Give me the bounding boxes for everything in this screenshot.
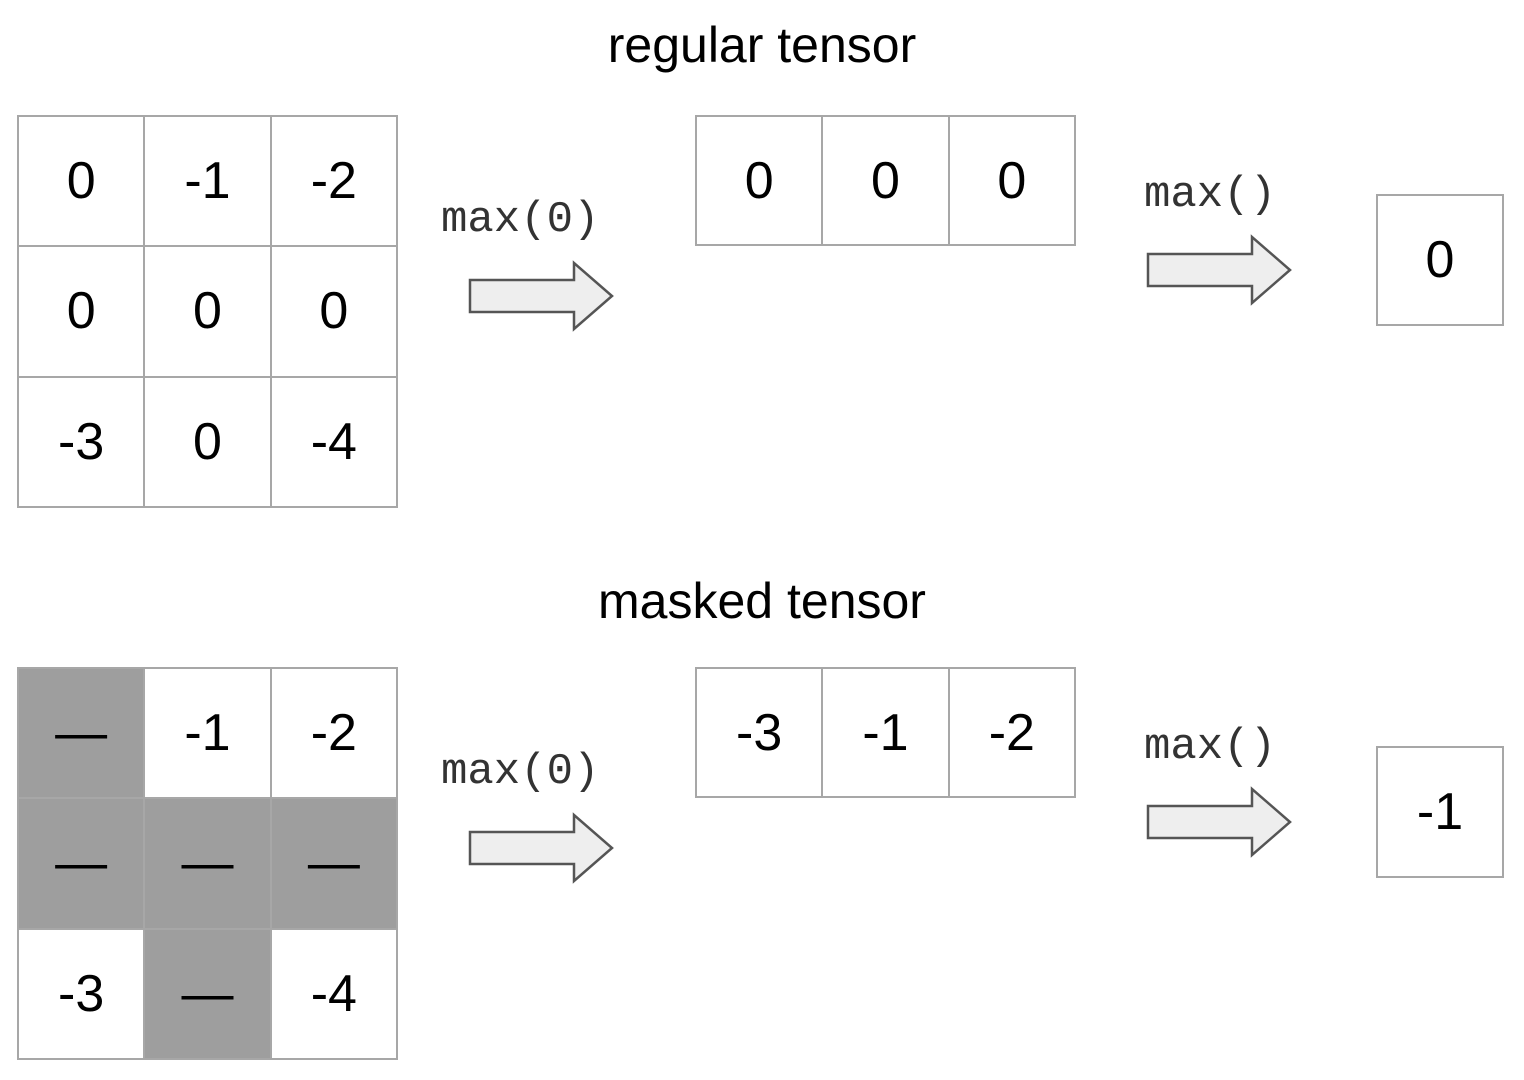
regular-result-cell: 0: [1376, 194, 1504, 326]
masked-input-cell-r2-c2: -4: [269, 927, 399, 1061]
regular-op2-label: max(): [1144, 170, 1277, 220]
masked-tensor-title: masked tensor: [598, 573, 926, 629]
masked-arrow-2-icon: [1146, 786, 1292, 858]
regular-arrow-1-icon: [468, 260, 614, 332]
masked-input-cell-r2-c1: —: [143, 927, 272, 1061]
masked-input-cell-r0-c1: -1: [143, 666, 272, 800]
masked-input-cell-r0-c0: —: [16, 666, 146, 800]
regular-reduced-cell-1: 0: [821, 115, 950, 246]
regular-reduced-cell-2: 0: [947, 115, 1077, 246]
regular-reduced-vector: 0 0 0: [694, 115, 1077, 246]
masked-reduced-cell-0: -3: [694, 667, 824, 798]
masked-op2-label: max(): [1144, 722, 1277, 772]
masked-input-cell-r1-c1: —: [143, 797, 272, 930]
masked-reduced-cell-2: -2: [947, 667, 1077, 798]
regular-input-matrix: 0 -1 -2 0 0 0 -3 0 -4: [16, 114, 399, 509]
masked-arrow-1-icon: [468, 812, 614, 884]
regular-input-cell-r1-c0: 0: [16, 245, 146, 378]
masked-input-cell-r1-c2: —: [269, 797, 399, 930]
masked-input-cell-r0-c2: -2: [269, 666, 399, 800]
regular-input-cell-r1-c2: 0: [269, 245, 399, 378]
masked-input-cell-r1-c0: —: [16, 797, 146, 930]
regular-tensor-title: regular tensor: [607, 17, 917, 73]
regular-input-cell-r0-c0: 0: [16, 114, 146, 248]
regular-input-cell-r0-c2: -2: [269, 114, 399, 248]
regular-arrow-2-icon: [1146, 234, 1292, 306]
masked-input-cell-r2-c0: -3: [16, 927, 146, 1061]
masked-reduced-vector: -3 -1 -2: [694, 667, 1077, 798]
masked-result-cell: -1: [1376, 746, 1504, 878]
masked-input-matrix: — -1 -2 — — — -3 — -4: [16, 666, 399, 1061]
regular-op1-label: max(0): [441, 195, 600, 245]
regular-input-cell-r1-c1: 0: [143, 245, 272, 378]
regular-input-cell-r2-c0: -3: [16, 375, 146, 509]
masked-op1-label: max(0): [441, 747, 600, 797]
regular-reduced-cell-0: 0: [694, 115, 824, 246]
regular-input-cell-r2-c1: 0: [143, 375, 272, 509]
masked-reduced-cell-1: -1: [821, 667, 950, 798]
regular-input-cell-r0-c1: -1: [143, 114, 272, 248]
regular-input-cell-r2-c2: -4: [269, 375, 399, 509]
